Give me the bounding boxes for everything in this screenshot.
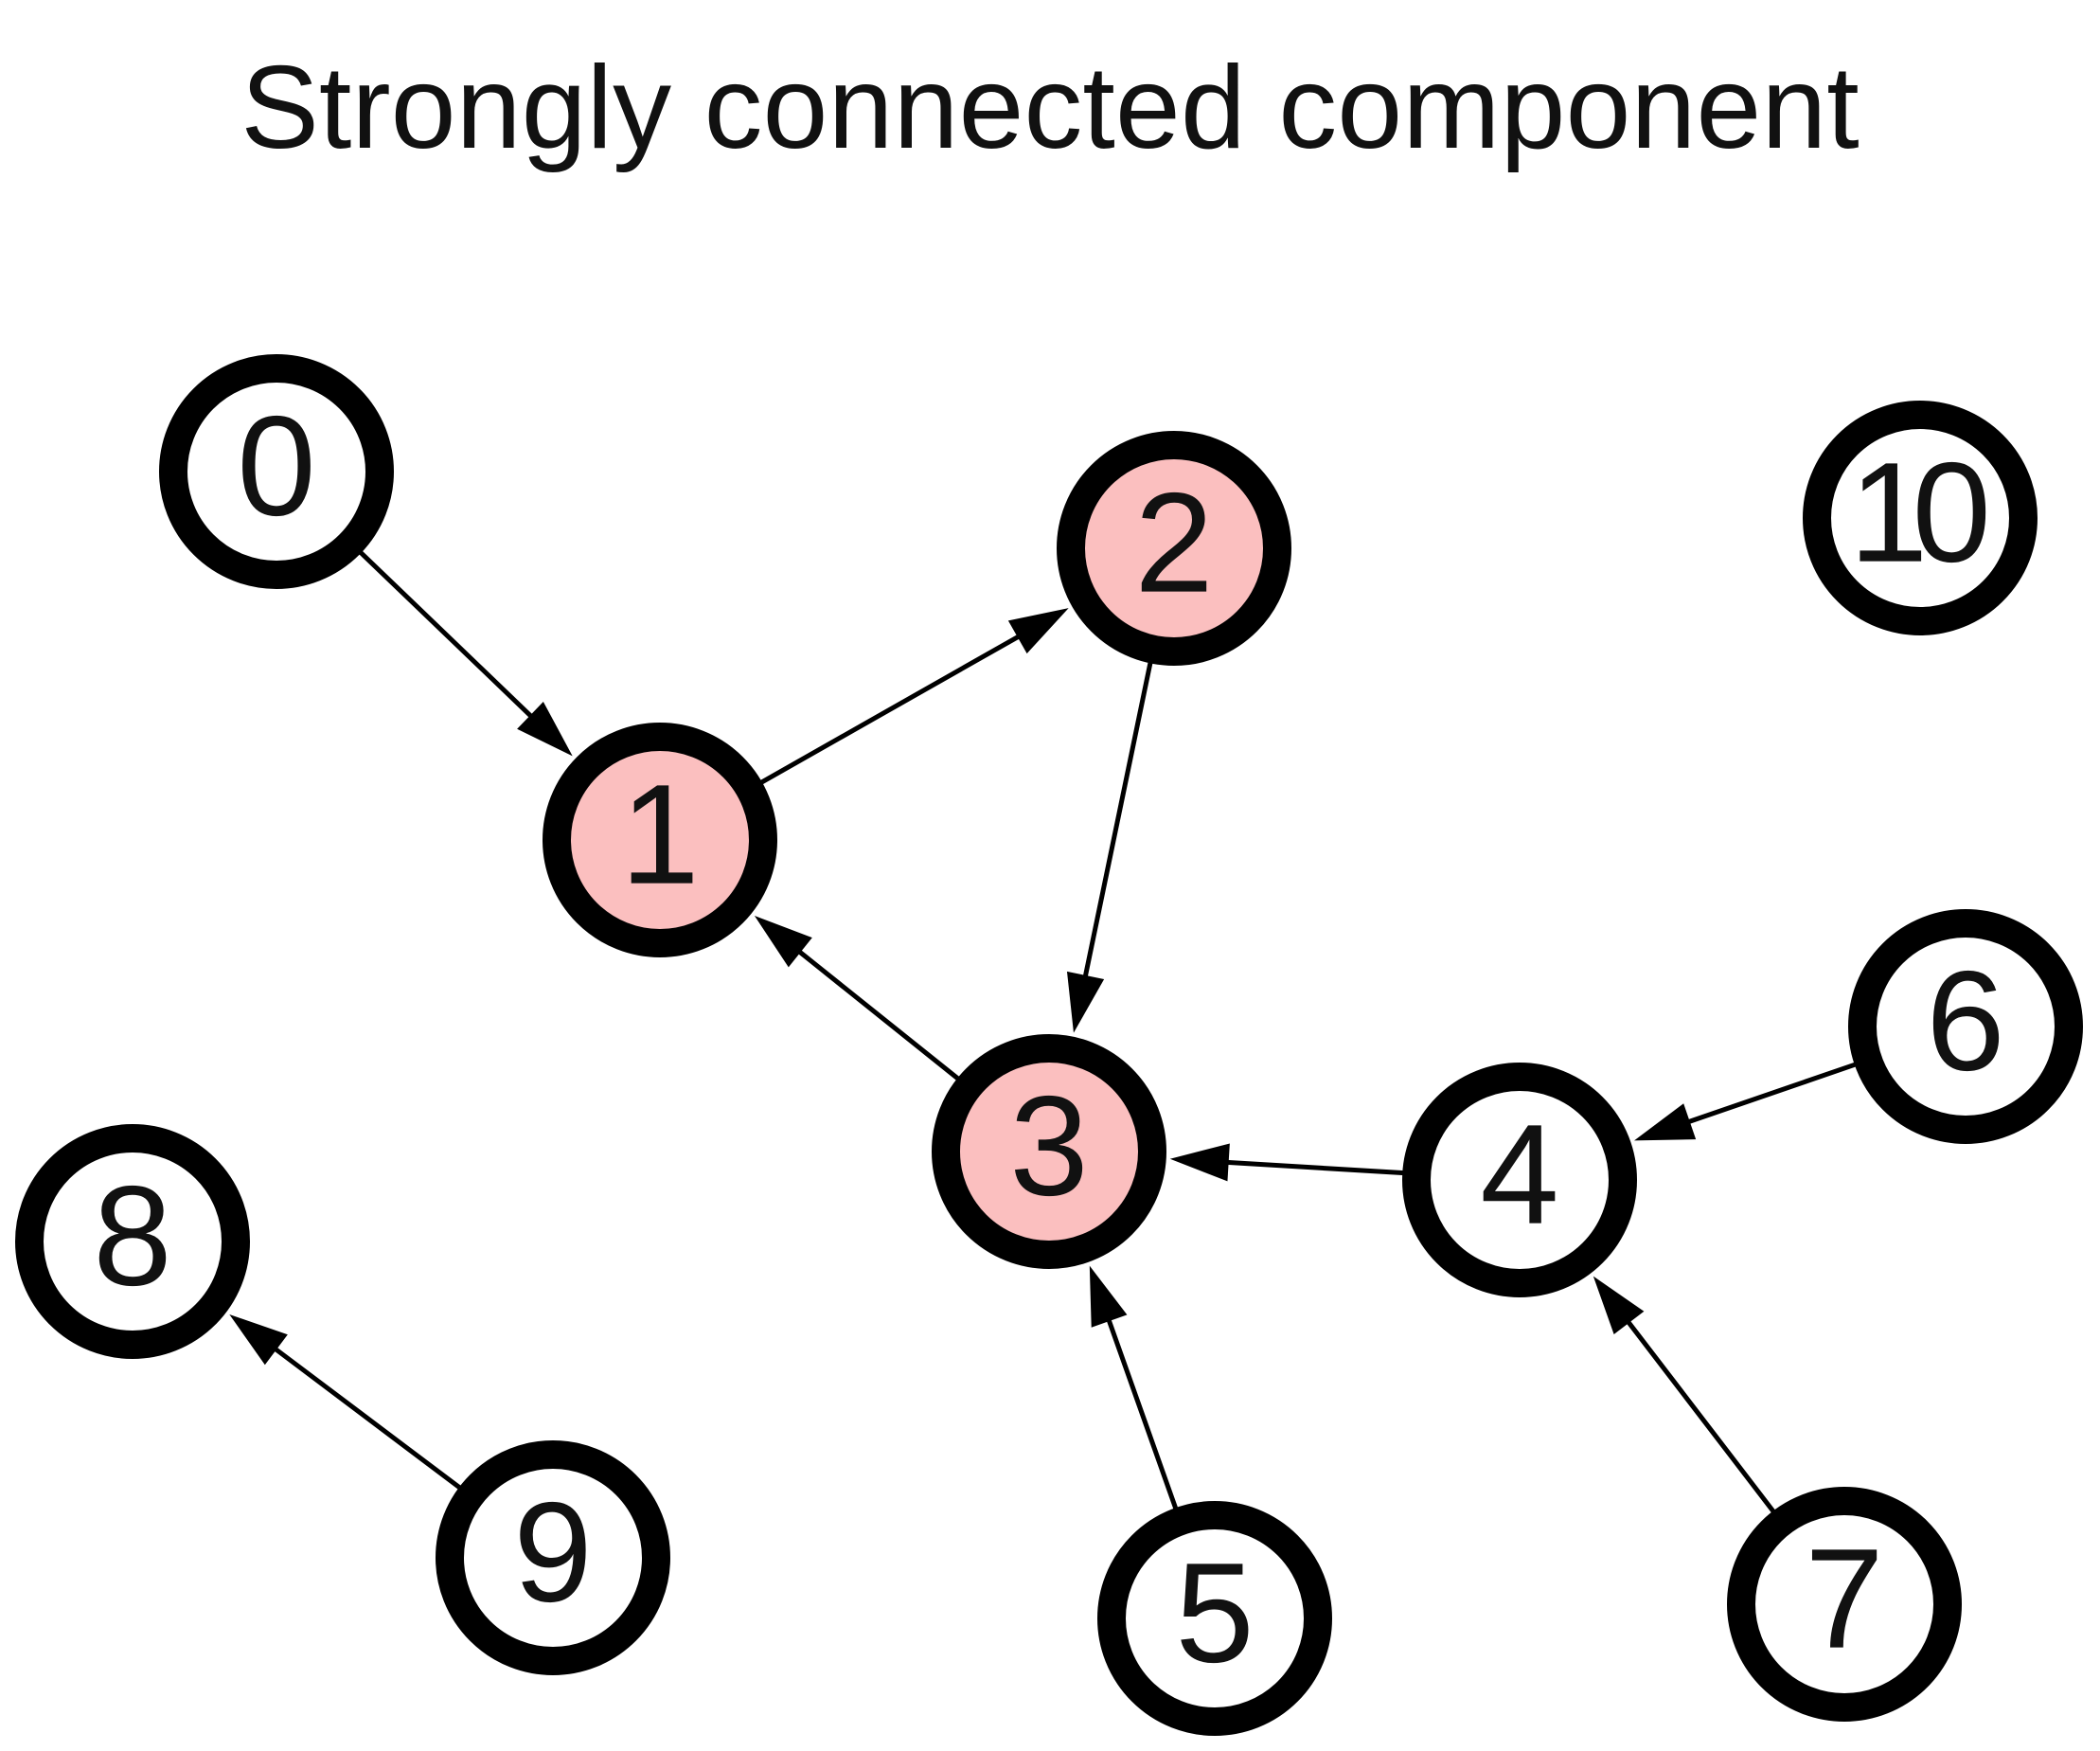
edge-9-to-8 bbox=[229, 1313, 463, 1491]
node-4: 4 bbox=[1402, 1063, 1637, 1297]
node-label: 1 bbox=[620, 755, 699, 914]
node-label: 10 bbox=[1849, 433, 1991, 592]
edges-layer bbox=[229, 549, 1858, 1514]
node-3: 3 bbox=[932, 1034, 1166, 1269]
edge-6-to-4 bbox=[1634, 1062, 1858, 1141]
arrowhead bbox=[1066, 971, 1105, 1033]
edge-line bbox=[1082, 660, 1153, 980]
node-circle bbox=[1097, 1501, 1332, 1736]
edge-line bbox=[1685, 1062, 1858, 1125]
node-circle bbox=[159, 354, 394, 589]
arrowhead bbox=[229, 1313, 288, 1366]
edge-line bbox=[795, 948, 961, 1081]
scc-node-circle bbox=[932, 1034, 1166, 1269]
arrowhead bbox=[1089, 1265, 1128, 1328]
arrowhead bbox=[1007, 608, 1069, 654]
node-9: 9 bbox=[436, 1440, 670, 1675]
node-label: 6 bbox=[1926, 941, 2004, 1100]
node-label: 4 bbox=[1480, 1095, 1558, 1254]
scc-node-circle bbox=[1057, 431, 1291, 666]
node-circle bbox=[1727, 1487, 1962, 1722]
node-6: 6 bbox=[1848, 909, 2083, 1144]
edge-line bbox=[1224, 1159, 1405, 1176]
arrowhead bbox=[517, 701, 573, 757]
edge-line bbox=[272, 1345, 463, 1491]
edge-1-to-2 bbox=[758, 608, 1069, 785]
edge-4-to-3 bbox=[1169, 1143, 1405, 1182]
scc-node-circle bbox=[543, 723, 777, 957]
arrowhead bbox=[1593, 1276, 1645, 1335]
node-label: 8 bbox=[93, 1156, 171, 1315]
node-label: 0 bbox=[237, 386, 315, 545]
node-10: 10 bbox=[1803, 401, 2038, 635]
edge-7-to-4 bbox=[1593, 1276, 1776, 1514]
node-1: 1 bbox=[543, 723, 777, 957]
node-label: 3 bbox=[1009, 1066, 1088, 1225]
node-circle bbox=[1402, 1063, 1637, 1297]
node-5: 5 bbox=[1097, 1501, 1332, 1736]
node-7: 7 bbox=[1727, 1487, 1962, 1722]
nodes-layer: 0 1 2 3 4 5 6 7 8 9 10 bbox=[15, 354, 2083, 1736]
node-label: 2 bbox=[1134, 463, 1213, 622]
node-circle bbox=[15, 1124, 250, 1359]
node-label: 9 bbox=[513, 1473, 592, 1632]
arrowhead bbox=[1169, 1143, 1230, 1182]
edge-3-to-1 bbox=[754, 915, 961, 1081]
edge-line bbox=[1625, 1318, 1776, 1514]
arrowhead bbox=[1634, 1103, 1697, 1141]
node-circle bbox=[1848, 909, 2083, 1144]
edge-line bbox=[358, 549, 535, 720]
arrowhead bbox=[754, 915, 812, 968]
edge-2-to-3 bbox=[1066, 660, 1153, 1033]
edge-line bbox=[1105, 1316, 1179, 1510]
diagram-title: Strongly connected component bbox=[240, 43, 1860, 173]
node-label: 7 bbox=[1805, 1519, 1883, 1678]
node-2: 2 bbox=[1057, 431, 1291, 666]
node-label: 5 bbox=[1175, 1533, 1254, 1692]
node-8: 8 bbox=[15, 1124, 250, 1359]
edge-line bbox=[758, 633, 1023, 785]
node-0: 0 bbox=[159, 354, 394, 589]
node-circle bbox=[1803, 401, 2038, 635]
edge-0-to-1 bbox=[358, 549, 573, 757]
node-circle bbox=[436, 1440, 670, 1675]
edge-5-to-3 bbox=[1089, 1265, 1179, 1510]
